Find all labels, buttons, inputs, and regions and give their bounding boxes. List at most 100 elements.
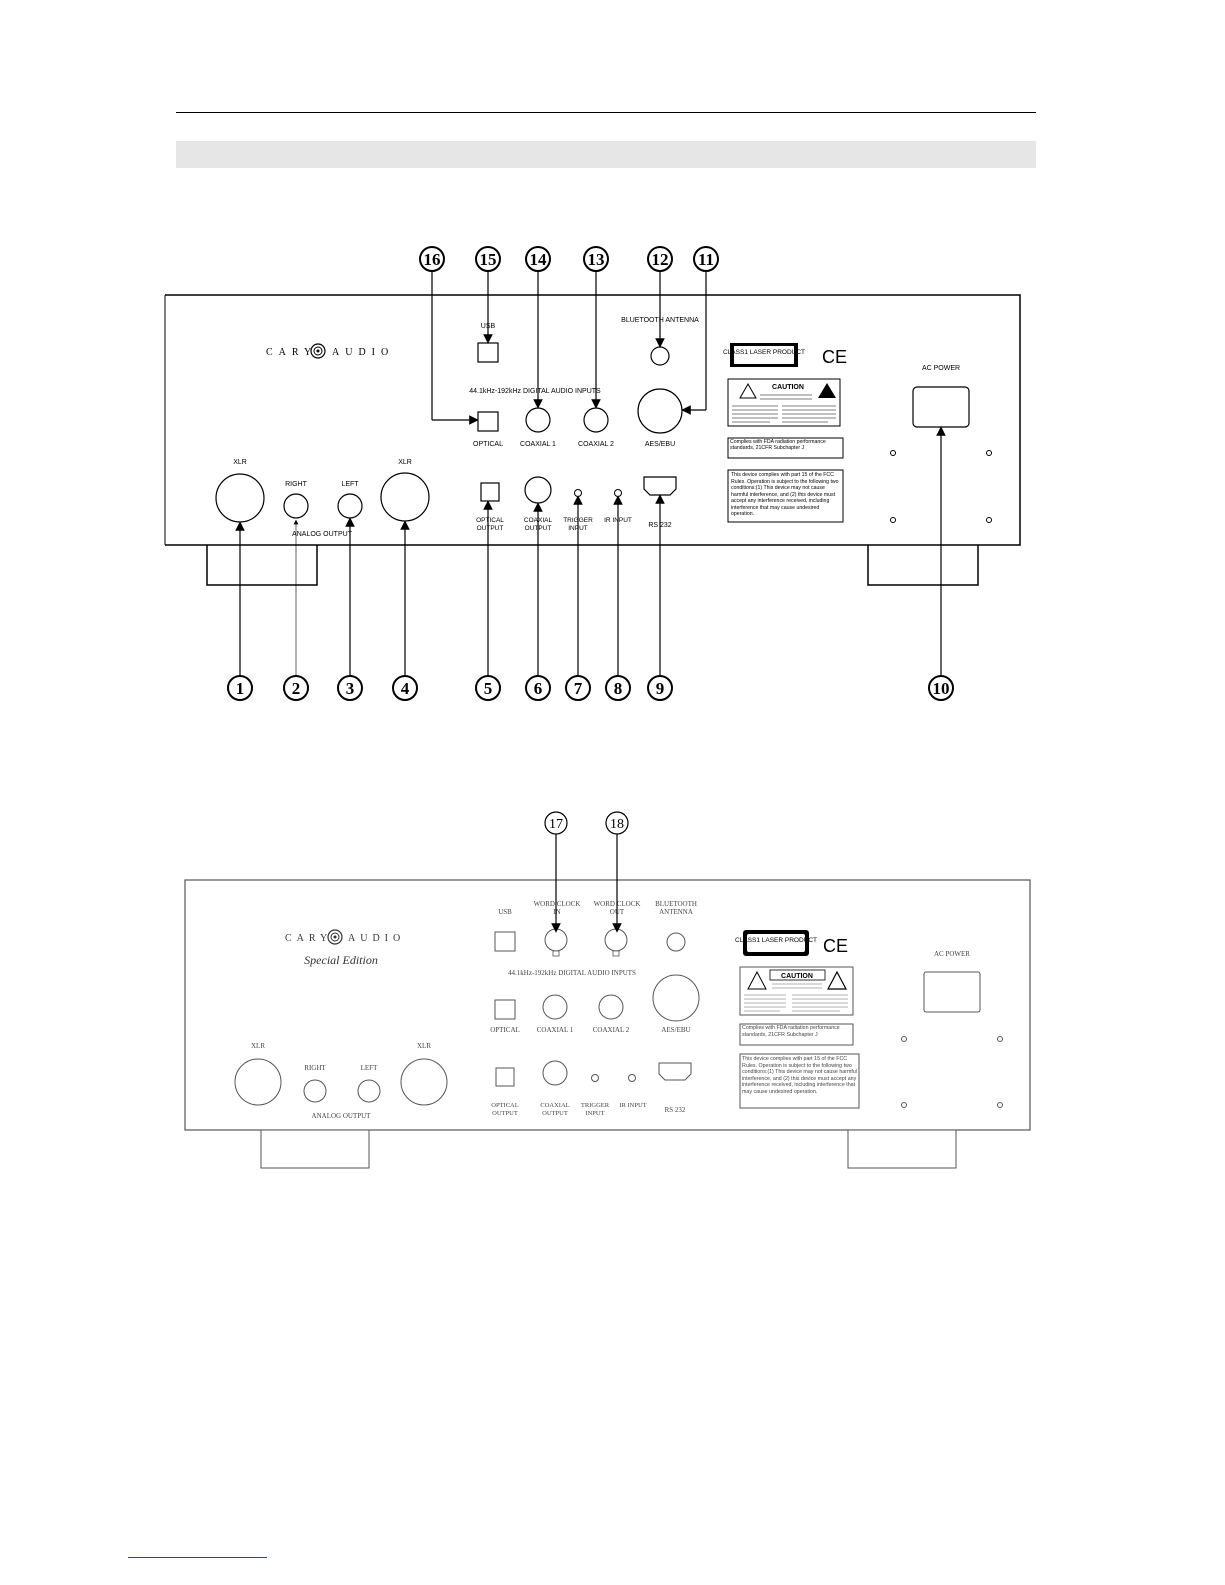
- coaxial1-label: COAXIAL 1: [537, 1026, 574, 1034]
- svg-text:13: 13: [588, 250, 605, 269]
- footer-link-underline: [128, 1557, 267, 1558]
- rca-left-connector: [357, 1079, 381, 1103]
- xlr-left-connector: [215, 473, 265, 523]
- callout-6: 6: [525, 502, 551, 701]
- section-heading-band: [176, 141, 1036, 168]
- coaxial1-port: [542, 994, 568, 1020]
- brand-left: CARY: [285, 933, 332, 944]
- word-clock-out-port: [604, 928, 628, 952]
- svg-text:9: 9: [656, 679, 665, 698]
- svg-text:15: 15: [480, 250, 497, 269]
- edition-label: Special Edition: [304, 953, 378, 967]
- callout-16: 16: [419, 246, 479, 425]
- svg-text:3: 3: [346, 679, 355, 698]
- callout-12: 12: [647, 246, 673, 348]
- ir-input-jack: [628, 1074, 636, 1082]
- word-clock-in-label: WORD CLOCK IN: [533, 900, 581, 916]
- aes-ebu-port: [652, 974, 700, 1022]
- coaxial1-label: COAXIAL 1: [520, 441, 556, 448]
- svg-text:2: 2: [292, 679, 301, 698]
- callout-13: 13: [583, 246, 609, 409]
- callout-14: 14: [525, 246, 551, 409]
- ac-power-socket: [923, 971, 981, 1013]
- rs232-label: RS 232: [665, 1106, 686, 1114]
- brand-right: AUDIO: [348, 933, 405, 944]
- coaxial2-port: [583, 407, 609, 433]
- callout-2: 2: [283, 519, 309, 701]
- fcc-compliance-box: [739, 1053, 860, 1109]
- mounting-screws: [901, 1036, 1003, 1108]
- svg-text:1: 1: [236, 679, 245, 698]
- svg-text:10: 10: [933, 679, 950, 698]
- left-foot: [206, 545, 318, 586]
- fcc-compliance-text: This device complies with part 15 of the…: [742, 1056, 858, 1095]
- analog-output-label: ANALOG OUTPUT: [292, 531, 353, 538]
- rca-left-connector: [337, 493, 363, 519]
- fda-compliance-text: Complies with FDA radiation performance …: [730, 439, 826, 451]
- coaxial2-label: COAXIAL 2: [578, 441, 614, 448]
- callout-10: 10: [928, 426, 954, 701]
- svg-text:7: 7: [574, 679, 583, 698]
- svg-text:6: 6: [534, 679, 543, 698]
- bluetooth-label: BLUETOOTH ANTENNA: [655, 900, 697, 916]
- rs232-port: [658, 1062, 692, 1081]
- right-foot: [847, 1129, 957, 1169]
- svg-text:12: 12: [652, 250, 669, 269]
- laser-warning-icon: [818, 383, 836, 398]
- svg-text:11: 11: [698, 250, 714, 269]
- coaxial2-port: [598, 994, 624, 1020]
- callout-5: 5: [475, 500, 501, 701]
- left-foot: [260, 1129, 370, 1169]
- brand-right: AUDIO: [332, 347, 394, 358]
- aes-ebu-port: [637, 388, 683, 434]
- word-clock-in-port: [544, 928, 568, 952]
- cary-logo-icon: [310, 343, 326, 359]
- trigger-input-jack: [574, 489, 582, 497]
- ac-power-label: AC POWER: [934, 950, 970, 958]
- optical-input-port: [477, 411, 499, 432]
- mounting-screws: [890, 450, 992, 523]
- right-label: RIGHT: [304, 1064, 326, 1072]
- callout-7: 7: [565, 495, 591, 701]
- left-label: LEFT: [361, 1064, 378, 1072]
- aes-ebu-label: AES/EBU: [661, 1026, 690, 1034]
- svg-text:14: 14: [530, 250, 548, 269]
- fda-compliance-text: Complies with FDA radiation performance …: [742, 1025, 840, 1038]
- brand-left: CARY: [266, 347, 317, 358]
- svg-text:8: 8: [614, 679, 623, 698]
- ac-power-label: AC POWER: [922, 365, 960, 372]
- ce-mark: CE: [822, 347, 847, 367]
- ir-input-label: IR INPUT: [619, 1102, 647, 1109]
- callout-11: 11: [681, 246, 719, 415]
- coaxial-output-label: COAXIAL OUTPUT: [540, 1102, 570, 1117]
- fda-compliance-box: [727, 437, 844, 459]
- fda-compliance-box: [739, 1023, 854, 1046]
- xlr-left-label: XLR: [233, 459, 247, 466]
- caution-title: CAUTION: [772, 384, 804, 391]
- laser-label-text: CLASS1 LASER PRODUCT: [723, 349, 805, 356]
- xlr-left-label: XLR: [251, 1042, 265, 1050]
- trigger-input-jack: [591, 1074, 599, 1082]
- rca-right-connector: [303, 1079, 327, 1103]
- optical-output-label: OPTICAL OUTPUT: [476, 517, 504, 532]
- special-edition-rear-panel-diagram: CARY AUDIO Special Edition USB WORD CLOC…: [184, 811, 1031, 1169]
- callout-4: 4: [392, 520, 418, 701]
- xlr-right-label: XLR: [417, 1042, 431, 1050]
- coaxial1-port: [525, 407, 551, 433]
- optical-label: OPTICAL: [490, 1026, 520, 1034]
- svg-text:17: 17: [549, 817, 563, 832]
- bluetooth-antenna-port: [650, 346, 670, 366]
- svg-text:18: 18: [610, 817, 624, 832]
- optical-output-port: [495, 1067, 515, 1087]
- optical-input-port: [494, 999, 516, 1020]
- left-label: LEFT: [341, 481, 359, 488]
- coaxial-output-port: [524, 476, 552, 504]
- right-label: RIGHT: [285, 481, 308, 488]
- usb-port: [477, 342, 499, 363]
- callout-18: 18: [605, 811, 629, 933]
- analog-output-label: ANALOG OUTPUT: [312, 1112, 372, 1120]
- warning-triangle-icon: [747, 970, 767, 990]
- callout-17: 17: [544, 811, 568, 933]
- caution-title: CAUTION: [781, 973, 813, 980]
- bluetooth-antenna-port: [666, 932, 686, 952]
